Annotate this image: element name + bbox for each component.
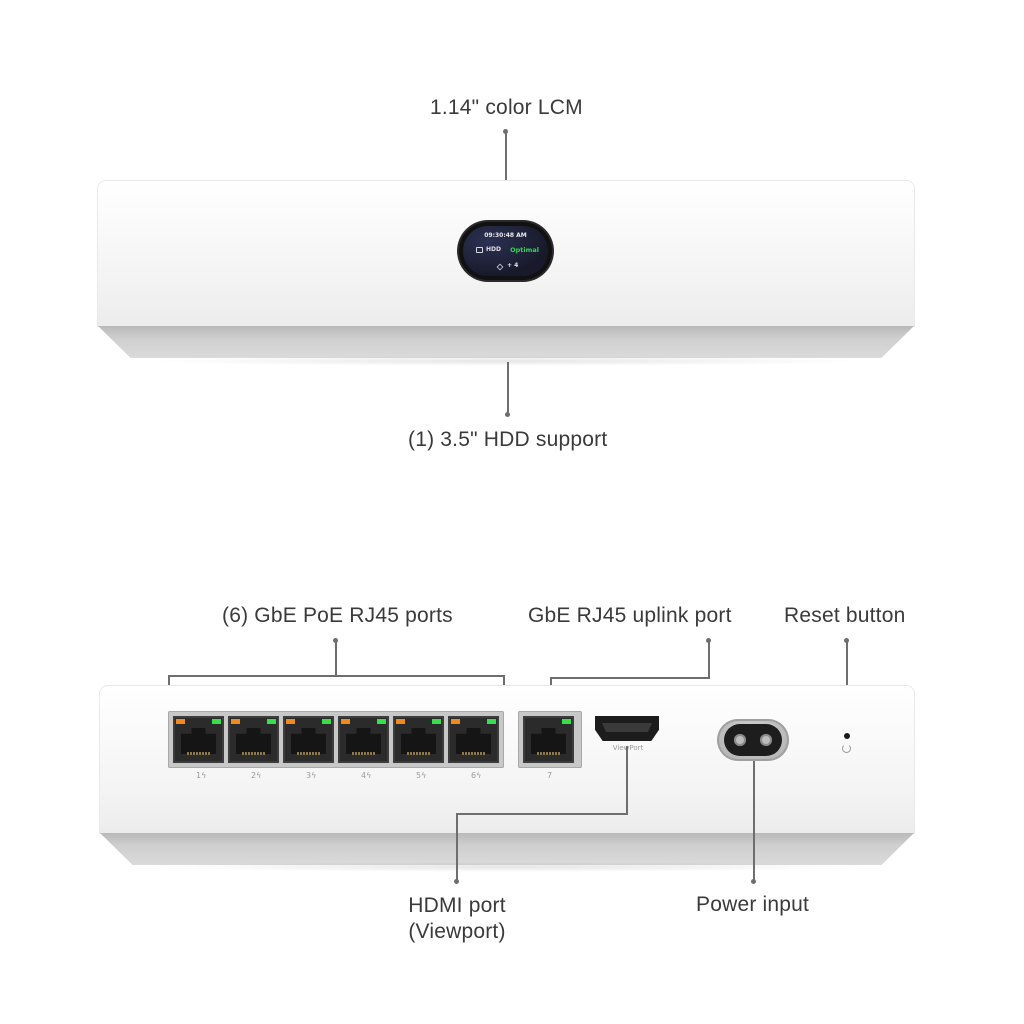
leader-line-hdmi-v2	[456, 813, 458, 881]
led-green	[212, 719, 221, 724]
rj45-port-6[interactable]	[448, 716, 499, 763]
callout-uplink-port: GbE RJ45 uplink port	[528, 604, 732, 627]
device-front-base	[98, 326, 914, 358]
poe-bolt-icon: ϟ	[421, 771, 427, 780]
callout-hdmi-line2: (Viewport)	[408, 920, 506, 943]
bracket-poe	[168, 675, 505, 677]
power-pin-left	[734, 734, 746, 746]
hdmi-port-inner	[602, 723, 652, 732]
leader-line-hdmi-v1	[626, 746, 628, 814]
led-orange	[451, 719, 460, 724]
lcm-display: 09:30:48 AM HDD Optimal + 4	[459, 222, 552, 280]
led-green	[322, 719, 331, 724]
port-label-7: 7	[547, 771, 553, 780]
led-orange	[286, 719, 295, 724]
poe-bolt-icon: ϟ	[256, 771, 262, 780]
port-label-1: 1ϟ	[196, 771, 207, 780]
rj45-port-3[interactable]	[283, 716, 334, 763]
device-front-shadow	[140, 356, 872, 366]
poe-bolt-icon: ϟ	[201, 771, 207, 780]
callout-power-input: Power input	[696, 893, 810, 916]
led-green	[487, 719, 496, 724]
rj45-uplink-port[interactable]	[523, 716, 574, 763]
leader-line-hdmi-h	[456, 813, 628, 815]
cube-icon	[496, 263, 504, 271]
led-orange	[231, 719, 240, 724]
callout-hdd: (1) 3.5" HDD support	[408, 428, 608, 451]
callout-lcm: 1.14" color LCM	[430, 96, 583, 119]
leader-line-poe	[335, 640, 337, 676]
rj45-port-5[interactable]	[393, 716, 444, 763]
power-input-socket	[724, 724, 782, 756]
hdd-icon	[476, 247, 483, 253]
callout-hdmi-line1: HDMI port	[408, 894, 506, 917]
lcm-hdd-status: Optimal	[510, 246, 539, 254]
poe-bolt-icon: ϟ	[476, 771, 482, 780]
rj45-port-2[interactable]	[228, 716, 279, 763]
led-orange	[341, 719, 350, 724]
power-pin-right	[760, 734, 772, 746]
reset-icon	[842, 744, 851, 753]
leader-line-uplink-h	[550, 677, 710, 679]
rj45-port-1[interactable]	[173, 716, 224, 763]
led-orange	[176, 719, 185, 724]
lcm-hdd-label: HDD	[486, 246, 501, 253]
led-green	[562, 719, 571, 724]
callout-hdmi-port: HDMI port (Viewport)	[396, 893, 518, 945]
leader-line-hdd	[507, 362, 509, 414]
device-back-shadow	[140, 862, 874, 872]
device-back-base	[100, 833, 914, 865]
poe-bolt-icon: ϟ	[311, 771, 317, 780]
leader-dot-hdd	[505, 412, 510, 417]
leader-dot-power	[751, 879, 756, 884]
lcm-device-count: + 4	[507, 262, 519, 269]
lcm-screen: 09:30:48 AM HDD Optimal + 4	[463, 226, 548, 276]
leader-line-power	[753, 761, 755, 881]
reset-button[interactable]	[844, 733, 850, 739]
led-green	[432, 719, 441, 724]
leader-line-lcm	[505, 131, 507, 223]
port-label-4: 4ϟ	[361, 771, 372, 780]
port-label-3: 3ϟ	[306, 771, 317, 780]
leader-line-reset	[846, 640, 848, 730]
port-label-2: 2ϟ	[251, 771, 262, 780]
leader-dot-hdmi	[454, 879, 459, 884]
port-label-5: 5ϟ	[416, 771, 427, 780]
led-green	[377, 719, 386, 724]
led-green	[267, 719, 276, 724]
poe-bolt-icon: ϟ	[366, 771, 372, 780]
port-label-6: 6ϟ	[471, 771, 482, 780]
leader-line-uplink-v	[708, 640, 710, 678]
callout-reset-button: Reset button	[784, 604, 906, 627]
led-orange	[396, 719, 405, 724]
lcm-time: 09:30:48 AM	[484, 232, 527, 239]
rj45-port-4[interactable]	[338, 716, 389, 763]
hdmi-label: ViewPort	[612, 744, 644, 752]
callout-poe-ports: (6) GbE PoE RJ45 ports	[222, 604, 453, 627]
